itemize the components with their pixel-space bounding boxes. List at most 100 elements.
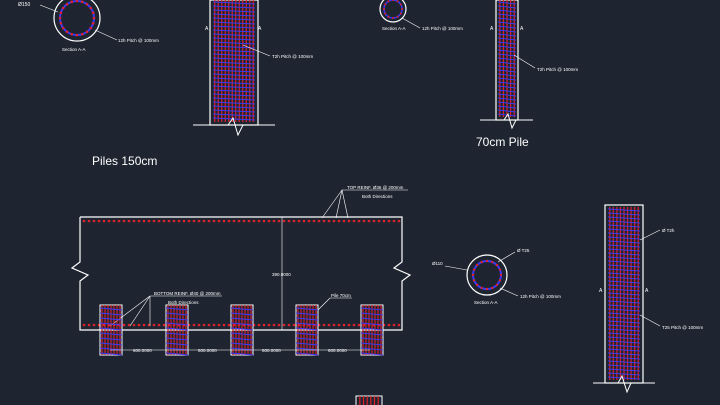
- rebar-dot: [75, 33, 79, 37]
- spiral-line: [607, 376, 641, 380]
- spiral-line: [607, 292, 641, 296]
- rebar-dot: [472, 268, 476, 271]
- spiral-line: [212, 41, 256, 45]
- spiral-line: [360, 347, 384, 351]
- rebar-dot: [65, 2, 69, 6]
- section-rebars: [471, 259, 503, 291]
- spacing-dim-4: 600.0000: [328, 348, 347, 353]
- rebar-dot: [147, 219, 151, 223]
- pile-elevation-left[interactable]: A A T2h Pitch @ 100mm: [193, 0, 313, 137]
- pitch-label: 12h Pitch @ 100mm: [520, 294, 561, 299]
- spiral-line: [212, 73, 256, 77]
- spiral-line: [607, 312, 641, 316]
- spacing-dim-3: 600.0000: [262, 348, 281, 353]
- top-reinf-label: TOP REINF. Ø36 @ 200mm: [347, 185, 404, 190]
- rebar-dot: [132, 323, 136, 327]
- rebar-dot: [82, 323, 86, 327]
- pile-elevation-bottom-partial[interactable]: [355, 395, 383, 405]
- rebar-dot: [257, 323, 261, 327]
- section-top-middle[interactable]: 12h Pitch @ 100mm Section A-A: [379, 0, 463, 31]
- rebar-dot: [480, 260, 483, 264]
- pile-elevation-right[interactable]: A A Ø T2h T25 Pitch @ 100mm: [593, 204, 703, 394]
- spiral-line: [212, 109, 256, 113]
- rebar-dot: [152, 323, 156, 327]
- rebar-dot: [342, 323, 346, 327]
- spiral-line: [607, 208, 641, 212]
- rebar-dot: [122, 323, 126, 327]
- rebar-dot: [217, 323, 221, 327]
- rebar-dot: [292, 219, 296, 223]
- rebar-dot: [197, 323, 201, 327]
- pile-pitch-label: T2h Pitch @ 100mm: [272, 54, 313, 59]
- rebar-dot: [80, 32, 84, 36]
- spiral-line: [212, 9, 256, 13]
- rebar-dot: [167, 219, 171, 223]
- spiral-line: [497, 97, 517, 101]
- rebar-dot: [85, 2, 89, 6]
- leader-line: [401, 17, 421, 29]
- pile-outline: [355, 395, 383, 405]
- rebar-dot: [92, 16, 96, 20]
- spiral-line: [607, 364, 641, 368]
- leader-line: [94, 29, 118, 41]
- spiral-line: [295, 352, 319, 356]
- rebar-dot: [322, 323, 326, 327]
- rebar-dot: [282, 219, 286, 223]
- spiral-line: [607, 308, 641, 312]
- spiral-line: [607, 340, 641, 344]
- pile-title: 70cm Pile: [476, 135, 529, 149]
- rebar-dot: [192, 219, 196, 223]
- rebar-dot: [498, 279, 502, 282]
- spiral-line: [607, 352, 641, 356]
- spiral-line: [607, 256, 641, 260]
- pile-elevation-70cm[interactable]: A A T2h Pitch @ 100mm 70cm Pile: [476, 0, 578, 149]
- spiral-line: [497, 57, 517, 61]
- spiral-line: [165, 327, 189, 331]
- leader-line: [129, 295, 151, 327]
- rebar-dot: [152, 219, 156, 223]
- height-dimension: 390.0000: [272, 272, 291, 277]
- spiral-line: [99, 317, 123, 321]
- spiral-line: [212, 57, 256, 61]
- spiral-line: [230, 337, 254, 341]
- spiral-line: [497, 65, 517, 69]
- rebar-dot: [87, 323, 91, 327]
- spiral-line: [295, 327, 319, 331]
- rebar-dot: [61, 6, 65, 10]
- section-top-left[interactable]: Ø150 12h Pitch @ 100mm Section A-A: [18, 0, 159, 52]
- rebar-dot: [82, 219, 86, 223]
- rebar-dot: [137, 219, 141, 223]
- spiral-line: [230, 312, 254, 316]
- rebar-dot: [162, 323, 166, 327]
- rebar-dot: [392, 17, 394, 19]
- spiral-line: [212, 69, 256, 73]
- pile-outline: [209, 0, 259, 126]
- rebar-dot: [242, 219, 246, 223]
- pile-cap-elevation[interactable]: 390.0000 TOP REINF. Ø36 @ 200mm Both Dir…: [70, 185, 412, 356]
- diameter-label: Ø110: [432, 261, 443, 266]
- spiral-line: [607, 368, 641, 372]
- section-right[interactable]: Ø110 Ø T25 12h Pitch @ 100mm Section A-A: [432, 248, 561, 305]
- rebar-dot: [92, 219, 96, 223]
- spiral-line: [99, 332, 123, 336]
- rebar-dot: [70, 32, 74, 36]
- spiral-line: [212, 1, 256, 5]
- spiral-line: [212, 13, 256, 17]
- rebar-dot: [372, 219, 376, 223]
- rebar-dot: [399, 12, 402, 15]
- section-rebars: [58, 0, 96, 37]
- section-title: Section A-A: [382, 26, 406, 31]
- rebar-dot: [75, 0, 79, 3]
- section-title: Section A-A: [62, 47, 86, 52]
- spiral-line: [607, 320, 641, 324]
- section-mark: A: [599, 288, 603, 294]
- rebar-dot: [475, 263, 479, 267]
- spiral-line: [360, 352, 384, 356]
- pile-rebars: [359, 396, 379, 405]
- spiral-line: [212, 81, 256, 85]
- cap-piles: [99, 304, 384, 356]
- rebar-dot: [491, 260, 494, 264]
- spiral-line: [212, 5, 256, 9]
- pile-label: Pile 70cm: [331, 293, 351, 298]
